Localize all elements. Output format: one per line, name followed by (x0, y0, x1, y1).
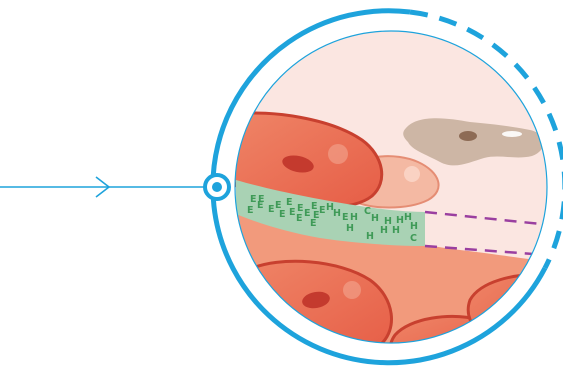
band-letter: E (310, 218, 317, 229)
band-letter: H (392, 225, 400, 236)
band-letter: C (364, 206, 371, 217)
band-letter: E (247, 205, 254, 216)
band-letter: H (410, 221, 418, 232)
band-letter: H (371, 213, 379, 224)
target-dot-icon (205, 175, 229, 199)
band-letter: E (342, 212, 349, 223)
band-letter: C (410, 233, 417, 244)
brown-cell-nucleus (459, 131, 477, 141)
band-letter: E (257, 200, 264, 211)
band-letter: H (350, 212, 358, 223)
band-letter: E (289, 207, 296, 218)
band-letter: E (268, 204, 275, 215)
band-letter: H (346, 223, 354, 234)
band-letter: E (296, 213, 303, 224)
band-letter: E (319, 205, 326, 216)
band-letter: H (366, 231, 374, 242)
band-letter: H (380, 225, 388, 236)
band-letter: E (297, 203, 304, 214)
pointer-arrow (0, 177, 205, 197)
band-letter: H (333, 208, 341, 219)
band-letter: E (279, 209, 286, 220)
band-letter: E (250, 194, 257, 205)
